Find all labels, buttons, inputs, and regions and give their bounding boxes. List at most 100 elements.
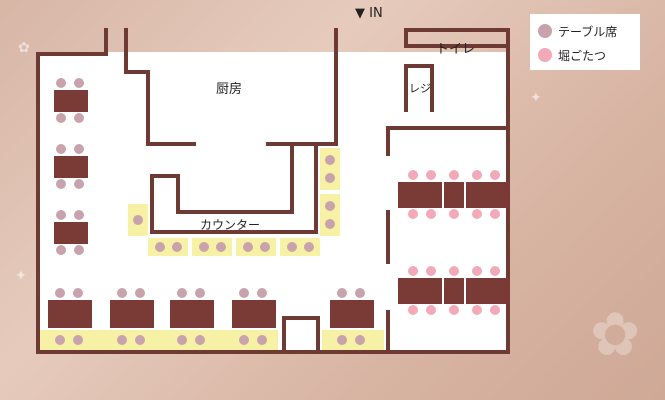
kitchen-wall [124, 70, 150, 74]
counter-seat-dot [260, 242, 270, 252]
table-seat [55, 335, 65, 345]
table-seat [135, 335, 145, 345]
table [330, 300, 374, 328]
horigotatsu-seat [426, 209, 436, 219]
counter-wall [176, 210, 294, 214]
table [232, 300, 276, 328]
horigotatsu-seat [449, 209, 459, 219]
horigotatsu-seat [490, 209, 500, 219]
kitchen-wall [146, 70, 150, 146]
table [54, 90, 88, 112]
counter-wall [150, 174, 180, 178]
petal-decoration: ✿ [18, 40, 30, 56]
register-label: レジ [409, 82, 431, 95]
kitchen-wall [146, 142, 196, 146]
counter-wall [150, 174, 154, 234]
horigotatsu-seat [490, 266, 500, 276]
counter-seat-dot [199, 242, 209, 252]
horigotatsu-seat [449, 266, 459, 276]
outer-wall-bottom [36, 350, 510, 354]
petal-decoration: ✦ [15, 268, 27, 284]
counter-seat [192, 238, 232, 256]
table-seat [74, 179, 84, 189]
horigotatsu-seat [449, 305, 459, 315]
table-seat [337, 288, 347, 298]
horigotatsu-seat [408, 305, 418, 315]
bench-seat [40, 330, 278, 350]
table-seat [355, 335, 365, 345]
counter-seat-dot [243, 242, 253, 252]
storage-wall [282, 316, 286, 354]
table-seat [56, 210, 66, 220]
horigotatsu-seat [472, 209, 482, 219]
storage-wall [282, 316, 320, 320]
legend: テーブル席 堀ごたつ [530, 14, 640, 70]
counter-seat-dot [325, 201, 335, 211]
register-wall [404, 64, 434, 68]
kitchen-label: 厨房 [216, 82, 243, 97]
table-seat [56, 245, 66, 255]
outer-wall-top-right [404, 28, 508, 32]
outer-wall-left [36, 52, 40, 354]
toilet-wall [404, 28, 408, 46]
horigotatsu-seat [490, 170, 500, 180]
legend-item-horigotatsu: 堀ごたつ [538, 46, 606, 64]
table-seat [74, 113, 84, 123]
table [110, 300, 154, 328]
counter-seat-dot [325, 155, 335, 165]
counter-wall [290, 146, 294, 214]
horigotatsu-table [444, 278, 464, 304]
horigotatsu-seat [472, 305, 482, 315]
counter-seat [236, 238, 276, 256]
counter-seat-dot [216, 242, 226, 252]
outer-wall-top-left [36, 52, 108, 56]
table-seat [56, 179, 66, 189]
flower-decoration: ✿ [590, 300, 641, 370]
table-seat [73, 335, 83, 345]
counter-wall [314, 146, 318, 234]
counter-seat-dot [133, 215, 143, 225]
table [54, 222, 88, 244]
table-seat [177, 335, 187, 345]
table-seat [73, 288, 83, 298]
kitchen-wall [266, 142, 338, 146]
horigotatsu-seat [449, 170, 459, 180]
horigotatsu-seat [472, 170, 482, 180]
horigotatsu-seat [472, 266, 482, 276]
counter-wall [150, 230, 318, 234]
table-seat [56, 78, 66, 88]
counter-seat-dot [172, 242, 182, 252]
table-seat [355, 288, 365, 298]
table-seat [55, 288, 65, 298]
table-seat [74, 78, 84, 88]
horigotatsu-seat [408, 266, 418, 276]
table [48, 300, 92, 328]
legend-label: 堀ごたつ [558, 48, 607, 63]
counter-seat-dot [287, 242, 297, 252]
horigotatsu-seat [490, 305, 500, 315]
counter-label: カウンター [200, 218, 261, 232]
horigotatsu-table [398, 278, 442, 304]
table-seat [74, 144, 84, 154]
toilet-wall [404, 44, 508, 48]
table [170, 300, 214, 328]
storage-wall [316, 316, 320, 354]
counter-seat-dot [325, 219, 335, 229]
kitchen-wall [334, 28, 338, 146]
horigotatsu-room-wall [386, 210, 390, 264]
table-seat [74, 210, 84, 220]
table-seat [257, 335, 267, 345]
horigotatsu-seat [426, 170, 436, 180]
counter-wall [176, 174, 180, 214]
table-seat [257, 288, 267, 298]
outer-wall-step [104, 28, 108, 56]
table-seat [195, 288, 205, 298]
table-seat-swatch [538, 24, 552, 38]
horigotatsu-table [398, 182, 442, 208]
horigotatsu-seat [408, 209, 418, 219]
horigotatsu-seat [426, 305, 436, 315]
table-seat [117, 288, 127, 298]
counter-seat [148, 238, 188, 256]
table-seat [117, 335, 127, 345]
table-seat [337, 335, 347, 345]
